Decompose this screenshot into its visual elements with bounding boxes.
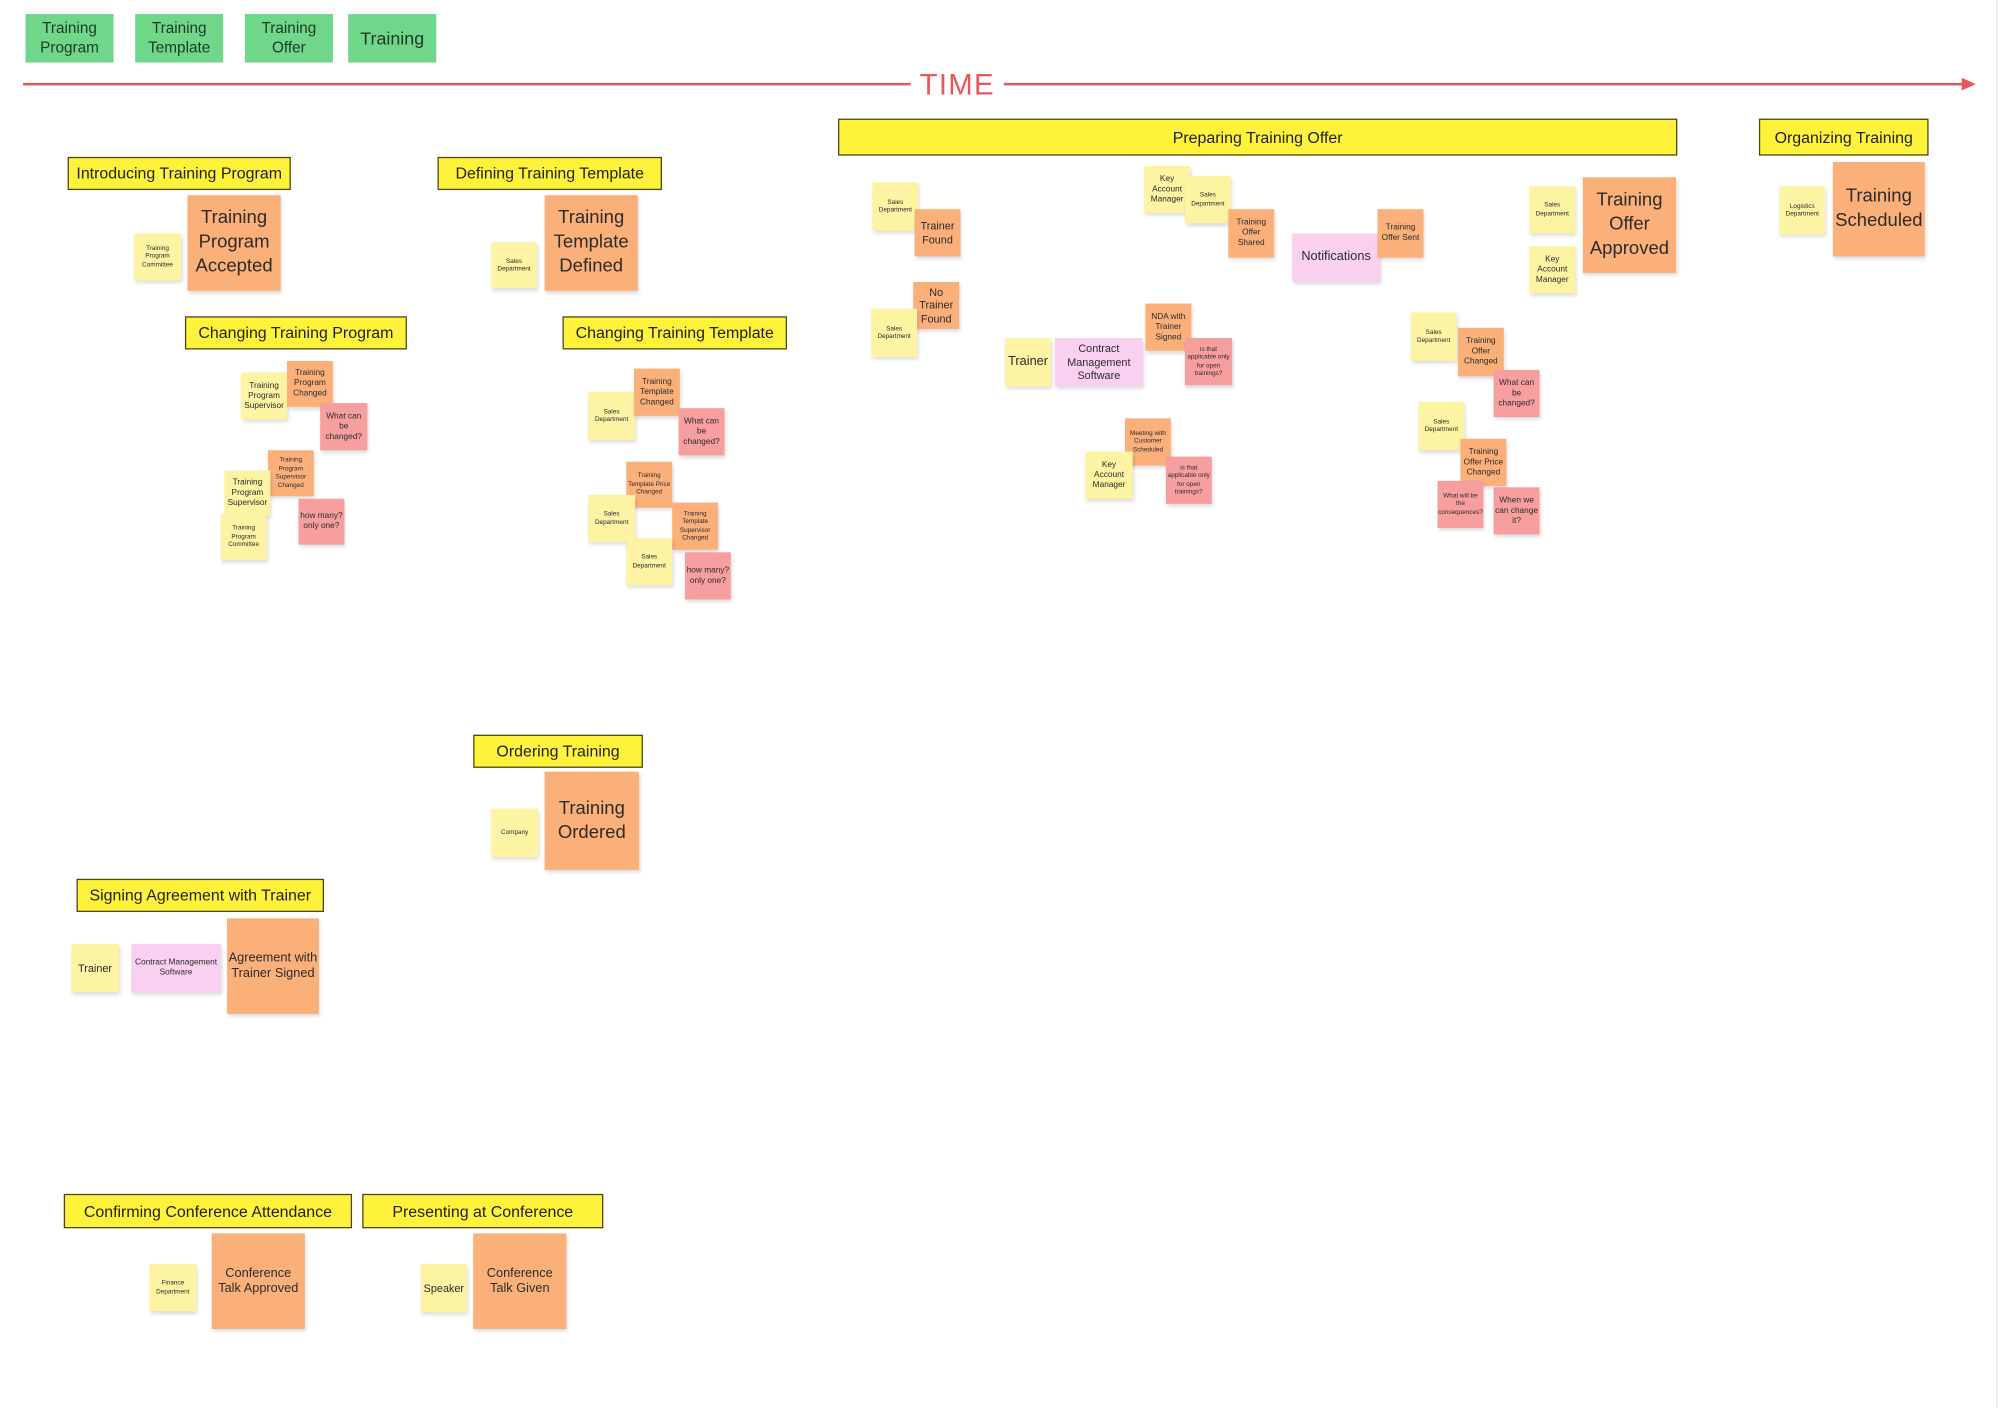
question-sticky-note[interactable]: What can be changed? <box>320 403 368 451</box>
actor-sticky-note[interactable]: Key Account Manager <box>1529 246 1576 294</box>
actor-sticky-note[interactable]: Sales Department <box>1418 401 1465 451</box>
legend-training-offer[interactable]: Training Offer <box>244 14 333 63</box>
actor-sticky-note[interactable]: Training Program Committee <box>220 514 267 560</box>
section-introducing-training-program[interactable]: Introducing Training Program <box>67 156 291 191</box>
system-sticky-note[interactable]: Contract Management Software <box>1054 338 1143 387</box>
actor-sticky-note[interactable]: Company <box>491 808 539 858</box>
event-sticky-note[interactable]: Trainer Found <box>914 209 961 257</box>
canvas-edge <box>1996 0 1998 1408</box>
actor-sticky-note[interactable]: Sales Department <box>1184 176 1231 224</box>
section-changing-training-template[interactable]: Changing Training Template <box>562 316 787 350</box>
system-sticky-note[interactable]: Contract Management Software <box>131 943 221 993</box>
section-defining-training-template[interactable]: Defining Training Template <box>437 156 662 191</box>
actor-sticky-note[interactable]: Training Program Supervisor <box>224 470 271 517</box>
event-sticky-note[interactable]: Training Program Supervisor Changed <box>267 450 314 497</box>
legend-training-program[interactable]: Training Program <box>25 14 114 63</box>
question-sticky-note[interactable]: What will be the consequences? <box>1437 480 1484 529</box>
actor-sticky-note[interactable]: Sales Department <box>626 538 673 586</box>
section-changing-training-program[interactable]: Changing Training Program <box>184 316 407 350</box>
timeline-label: TIME <box>910 66 1004 103</box>
event-sticky-note[interactable]: Agreement with Trainer Signed <box>227 918 319 1015</box>
section-preparing-training-offer[interactable]: Preparing Training Offer <box>838 118 1678 156</box>
actor-sticky-note[interactable]: Sales Department <box>588 391 636 441</box>
event-sticky-note[interactable]: Training Offer Price Changed <box>1460 438 1507 486</box>
question-sticky-note[interactable]: is that applicable only for open trainin… <box>1184 338 1233 386</box>
event-sticky-note[interactable]: Training Program Accepted <box>187 195 281 291</box>
event-sticky-note[interactable]: Training Template Defined <box>544 195 638 291</box>
event-sticky-note[interactable]: Training Offer Sent <box>1377 209 1424 258</box>
event-sticky-note[interactable]: Meeting with Customer Scheduled <box>1124 418 1171 466</box>
event-sticky-note[interactable]: No Trainer Found <box>913 281 960 330</box>
event-sticky-note[interactable]: Training Offer Changed <box>1457 327 1504 377</box>
actor-sticky-note[interactable]: Training Program Supervisor <box>241 372 287 420</box>
section-signing-agreement[interactable]: Signing Agreement with Trainer <box>76 878 324 912</box>
section-presenting-at-conference[interactable]: Presenting at Conference <box>362 1193 604 1229</box>
actor-sticky-note[interactable]: Training Program Committee <box>133 233 182 281</box>
actor-sticky-note[interactable]: Sales Department <box>871 308 918 358</box>
event-sticky-note[interactable]: Conference Talk Given <box>473 1233 567 1330</box>
question-sticky-note[interactable]: What can be changed? <box>678 408 725 456</box>
actor-sticky-note[interactable]: Finance Department <box>149 1264 197 1312</box>
legend-training[interactable]: Training <box>348 14 437 63</box>
section-ordering-training[interactable]: Ordering Training <box>473 734 643 768</box>
event-sticky-note[interactable]: Training Offer Approved <box>1582 177 1677 273</box>
actor-sticky-note[interactable]: Sales Department <box>1529 186 1576 234</box>
question-sticky-note[interactable]: how many? only one? <box>684 552 731 600</box>
actor-sticky-note[interactable]: Trainer <box>71 943 119 993</box>
question-sticky-note[interactable]: When we can change it? <box>1493 487 1540 535</box>
event-sticky-note[interactable]: Training Ordered <box>544 771 640 870</box>
system-sticky-note[interactable]: Notifications <box>1292 233 1381 282</box>
event-sticky-note[interactable]: Training Template Supervisor Changed <box>672 502 719 550</box>
actor-sticky-note[interactable]: Key Account Manager <box>1085 451 1133 499</box>
event-sticky-note[interactable]: Training Template Changed <box>633 368 680 416</box>
actor-sticky-note[interactable]: Sales Department <box>588 494 636 543</box>
event-sticky-note[interactable]: Training Scheduled <box>1832 161 1925 257</box>
actor-sticky-note[interactable]: Speaker <box>420 1264 467 1313</box>
actor-sticky-note[interactable]: Sales Department <box>491 242 537 289</box>
actor-sticky-note[interactable]: Sales Department <box>872 182 919 231</box>
legend-training-template[interactable]: Training Template <box>135 14 224 63</box>
actor-sticky-note[interactable]: Logistics Department <box>1779 186 1826 235</box>
actor-sticky-note[interactable]: Sales Department <box>1410 312 1457 361</box>
actor-sticky-note[interactable]: Key Account Manager <box>1144 165 1191 214</box>
section-confirming-conference-attendance[interactable]: Confirming Conference Attendance <box>63 1193 353 1229</box>
timeline-arrow-icon <box>1961 77 1976 91</box>
event-sticky-note[interactable]: Training Program Changed <box>286 360 333 407</box>
actor-sticky-note[interactable]: Trainer <box>1005 338 1052 387</box>
section-organizing-training[interactable]: Organizing Training <box>1758 118 1929 156</box>
question-sticky-note[interactable]: how many? only one? <box>298 498 345 545</box>
question-sticky-note[interactable]: What can be changed? <box>1493 369 1540 418</box>
event-sticky-note[interactable]: Training Offer Shared <box>1228 209 1275 258</box>
event-sticky-note[interactable]: Conference Talk Approved <box>211 1233 305 1330</box>
question-sticky-note[interactable]: is that applicable only for open trainin… <box>1165 456 1212 504</box>
event-sticky-note[interactable]: NDA with Trainer Signed <box>1145 303 1192 351</box>
